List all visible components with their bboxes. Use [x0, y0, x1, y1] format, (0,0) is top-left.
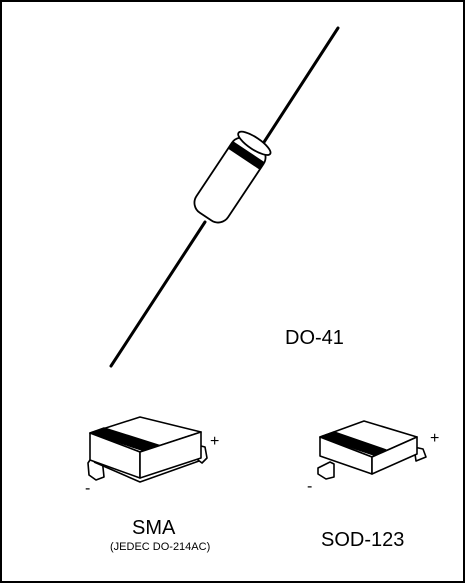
sma-minus-mark: -: [85, 480, 90, 497]
sma-sublabel: (JEDEC DO-214AC): [110, 541, 211, 553]
do41-lead-top: [253, 26, 340, 158]
do41-body: [193, 130, 272, 224]
do41-cathode-band: [228, 141, 265, 170]
sod123-side-face: [371, 436, 418, 475]
sma-side-face: [139, 431, 202, 479]
sma-label: SMA: [132, 517, 176, 539]
do41-label: DO-41: [285, 327, 344, 349]
sod123-package: [317, 420, 427, 480]
sod123-lead-left: [317, 461, 335, 480]
sod123-minus-mark: -: [307, 478, 312, 495]
do41-diode: [109, 26, 340, 368]
sod123-label: SOD-123: [321, 529, 405, 551]
sod123-plus-mark: +: [430, 430, 439, 447]
do41-lead-bottom: [109, 220, 207, 368]
sma-plus-mark: +: [210, 433, 219, 450]
sma-package: [87, 416, 208, 483]
